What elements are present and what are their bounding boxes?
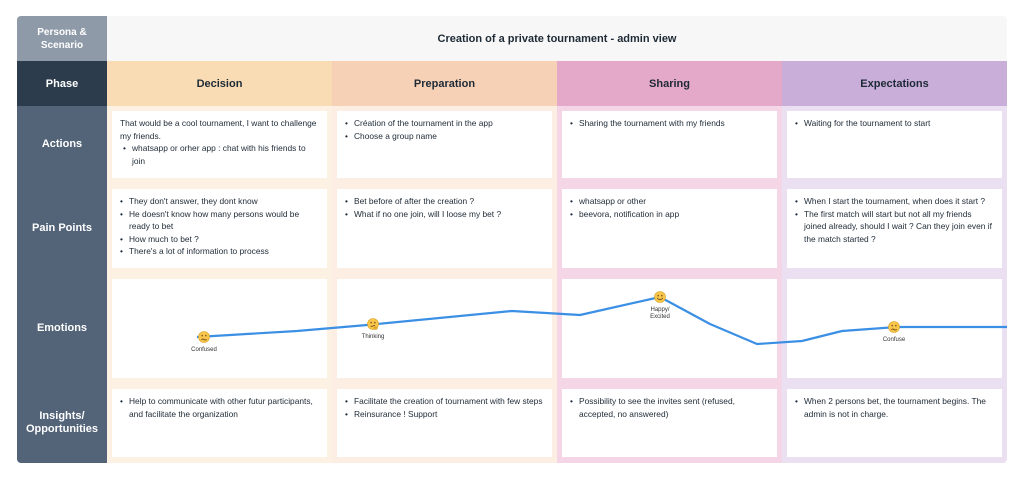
phase-label: Phase — [17, 61, 107, 106]
actions-card-preparation: Création of the tournament in the appCho… — [337, 111, 552, 178]
pain-point-list: They don't answer, they dont knowHe does… — [120, 195, 319, 258]
pain-point-item: beevora, notification in app — [570, 208, 769, 221]
row-labels-column — [17, 106, 107, 463]
pain-point-list: Bet before of after the creation ?What i… — [345, 195, 544, 220]
emotions-card-preparation — [337, 279, 552, 378]
pain-point-item: What if no one join, will I loose my bet… — [345, 208, 544, 221]
pain-point-item: There's a lot of information to process — [120, 245, 319, 258]
actions-list: Création of the tournament in the appCho… — [345, 117, 544, 142]
actions-card-expectations: Waiting for the tournament to start — [787, 111, 1002, 178]
journey-map: Persona & Scenario Phase Actions Pain Po… — [17, 16, 1007, 463]
actions-list: whatsapp or orher app : chat with his fr… — [120, 142, 319, 167]
pain-point-item: Bet before of after the creation ? — [345, 195, 544, 208]
actions-item: Sharing the tournament with my friends — [570, 117, 769, 130]
pain-point-item: He doesn't know how many persons would b… — [120, 208, 319, 233]
insight-item: Possibility to see the invites sent (ref… — [570, 395, 769, 420]
pain-point-item: whatsapp or other — [570, 195, 769, 208]
insight-item: Facilitate the creation of tournament wi… — [345, 395, 544, 408]
insight-list: Facilitate the creation of tournament wi… — [345, 395, 544, 420]
actions-item: Waiting for the tournament to start — [795, 117, 994, 130]
insight-item: Help to communicate with other futur par… — [120, 395, 319, 420]
actions-list: Sharing the tournament with my friends — [570, 117, 769, 130]
actions-card-sharing: Sharing the tournament with my friends — [562, 111, 777, 178]
insight-item: When 2 persons bet, the tournament begin… — [795, 395, 994, 420]
pain-point-item: How much to bet ? — [120, 233, 319, 246]
pain-point-item: They don't answer, they dont know — [120, 195, 319, 208]
pain-points-label: Pain Points — [32, 221, 92, 234]
insight-list: When 2 persons bet, the tournament begin… — [795, 395, 994, 420]
insight-item: Reinsurance ! Support — [345, 408, 544, 421]
pain-point-item: When I start the tournament, when does i… — [795, 195, 994, 208]
pain-points-card-sharing: whatsapp or otherbeevora, notification i… — [562, 189, 777, 268]
actions-label: Actions — [41, 138, 83, 150]
insights-label: Insights/ Opportunities — [25, 410, 99, 435]
insight-list: Possibility to see the invites sent (ref… — [570, 395, 769, 420]
pain-point-list: whatsapp or otherbeevora, notification i… — [570, 195, 769, 220]
pain-point-item: The first match will start but not all m… — [795, 208, 994, 246]
pain-points-card-expectations: When I start the tournament, when does i… — [787, 189, 1002, 268]
insights-card-expectations: When 2 persons bet, the tournament begin… — [787, 389, 1002, 457]
emotions-card-expectations — [787, 279, 1002, 378]
actions-item: whatsapp or orher app : chat with his fr… — [120, 142, 319, 167]
insight-list: Help to communicate with other futur par… — [120, 395, 319, 420]
phase-header-decision: Decision — [107, 61, 332, 106]
scenario-title: Creation of a private tournament - admin… — [107, 16, 1007, 61]
insights-card-decision: Help to communicate with other futur par… — [112, 389, 327, 457]
persona-scenario-label: Persona & Scenario — [17, 16, 107, 61]
actions-card-decision: That would be a cool tournament, I want … — [112, 111, 327, 178]
phase-header-sharing: Sharing — [557, 61, 782, 106]
phase-header-expectations: Expectations — [782, 61, 1007, 106]
emotions-card-decision — [112, 279, 327, 378]
actions-intro: That would be a cool tournament, I want … — [120, 118, 317, 141]
phase-header-preparation: Preparation — [332, 61, 557, 106]
actions-item: Création of the tournament in the app — [345, 117, 544, 130]
actions-list: Waiting for the tournament to start — [795, 117, 994, 130]
pain-point-list: When I start the tournament, when does i… — [795, 195, 994, 245]
insights-card-sharing: Possibility to see the invites sent (ref… — [562, 389, 777, 457]
emotions-label: Emotions — [36, 321, 88, 334]
pain-points-card-preparation: Bet before of after the creation ?What i… — [337, 189, 552, 268]
insights-card-preparation: Facilitate the creation of tournament wi… — [337, 389, 552, 457]
emotions-card-sharing — [562, 279, 777, 378]
actions-item: Choose a group name — [345, 130, 544, 143]
pain-points-card-decision: They don't answer, they dont knowHe does… — [112, 189, 327, 268]
